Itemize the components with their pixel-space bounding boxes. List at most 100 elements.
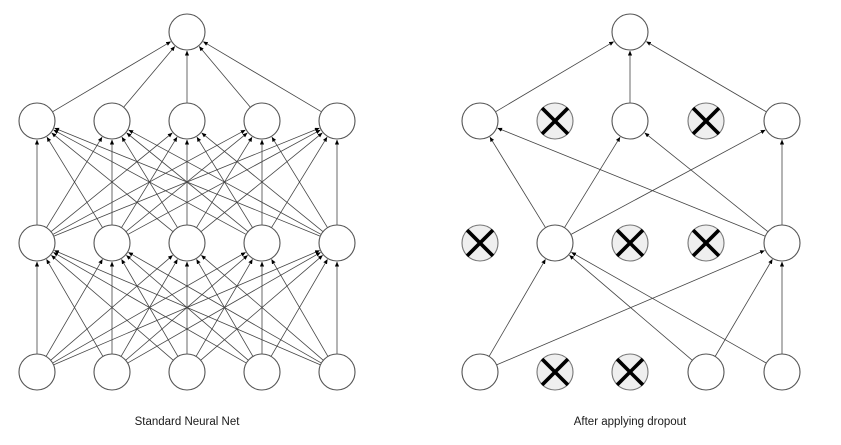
unit-circle xyxy=(243,224,281,262)
connection-edge xyxy=(121,136,178,228)
connection-edge xyxy=(46,259,104,357)
connection-edge xyxy=(128,129,322,235)
active-unit-node xyxy=(168,13,206,51)
active-unit-node xyxy=(461,102,499,140)
active-unit-node xyxy=(243,224,281,262)
active-unit-node xyxy=(93,102,131,140)
unit-circle xyxy=(611,13,649,51)
connection-edge xyxy=(54,127,321,237)
active-unit-node xyxy=(536,224,574,262)
connection-edge xyxy=(203,41,322,113)
unit-circle xyxy=(18,353,56,391)
connection-edge xyxy=(198,46,251,108)
connection-edge xyxy=(488,259,546,357)
dropped-unit-node xyxy=(536,353,574,391)
unit-circle xyxy=(461,102,499,140)
unit-circle xyxy=(168,13,206,51)
cross-out-icon xyxy=(615,357,645,387)
connection-edge xyxy=(495,41,614,113)
connection-edge xyxy=(201,255,324,361)
active-unit-node xyxy=(763,102,801,140)
unit-circle xyxy=(168,102,206,140)
connection-edge xyxy=(195,259,253,357)
connection-edge xyxy=(270,259,328,357)
connection-edge xyxy=(571,252,767,364)
cross-out-icon xyxy=(540,106,570,136)
connection-edge xyxy=(120,259,178,357)
active-unit-node xyxy=(318,224,356,262)
cross-out-icon xyxy=(465,228,495,258)
cross-stroke xyxy=(691,106,721,136)
unit-circle xyxy=(168,353,206,391)
unit-circle xyxy=(168,224,206,262)
active-unit-node xyxy=(318,353,356,391)
connection-edge xyxy=(46,136,103,228)
connection-edge xyxy=(271,136,328,228)
unit-circle xyxy=(318,353,356,391)
active-unit-node xyxy=(93,224,131,262)
active-unit-node xyxy=(243,102,281,140)
active-unit-node xyxy=(687,353,725,391)
unit-circle xyxy=(243,102,281,140)
connection-edge xyxy=(51,132,174,232)
unit-circle xyxy=(763,102,801,140)
dropped-unit-node xyxy=(687,102,725,140)
unit-circle xyxy=(93,224,131,262)
connection-edge xyxy=(51,255,174,361)
connection-edge xyxy=(570,129,766,235)
dropped-unit-node xyxy=(461,224,499,262)
cross-stroke xyxy=(615,357,645,387)
connection-edge xyxy=(128,252,322,364)
active-unit-node xyxy=(18,224,56,262)
unit-circle xyxy=(536,224,574,262)
unit-circle xyxy=(93,102,131,140)
connection-edge xyxy=(271,259,329,357)
cross-out-icon xyxy=(691,228,721,258)
connection-edge xyxy=(52,41,171,113)
connection-edge xyxy=(123,46,176,108)
cross-out-icon xyxy=(691,106,721,136)
unit-circle xyxy=(18,102,56,140)
cross-out-icon xyxy=(615,228,645,258)
connection-edge xyxy=(714,259,773,357)
active-unit-node xyxy=(243,353,281,391)
connection-edge xyxy=(646,41,767,113)
connection-edge xyxy=(196,136,253,228)
active-unit-node xyxy=(93,353,131,391)
unit-circle xyxy=(18,224,56,262)
connection-edge xyxy=(569,255,693,361)
active-unit-node xyxy=(611,102,649,140)
active-unit-node xyxy=(168,353,206,391)
active-unit-node xyxy=(18,102,56,140)
connection-edge xyxy=(271,136,328,228)
unit-circle xyxy=(318,102,356,140)
cross-stroke xyxy=(540,357,570,387)
connection-edge xyxy=(54,250,321,366)
connection-edge xyxy=(564,136,621,228)
cross-stroke xyxy=(691,228,721,258)
cross-stroke xyxy=(615,228,645,258)
nodes-group xyxy=(18,13,801,391)
active-unit-node xyxy=(611,13,649,51)
cross-stroke xyxy=(540,106,570,136)
unit-circle xyxy=(93,353,131,391)
unit-circle xyxy=(763,224,801,262)
dropped-unit-node xyxy=(687,224,725,262)
connection-edge xyxy=(644,132,769,233)
dropped-unit-node xyxy=(611,224,649,262)
cross-stroke xyxy=(465,228,495,258)
connection-edge xyxy=(489,136,546,228)
connection-edge xyxy=(45,259,103,357)
active-unit-node xyxy=(763,353,801,391)
dropped-unit-node xyxy=(536,102,574,140)
edges-group xyxy=(34,41,785,366)
active-unit-node xyxy=(461,353,499,391)
panel-caption: After applying dropout xyxy=(574,416,687,428)
connection-edge xyxy=(46,136,103,228)
connection-edge xyxy=(53,129,247,235)
connection-edge xyxy=(53,252,247,364)
unit-circle xyxy=(243,353,281,391)
